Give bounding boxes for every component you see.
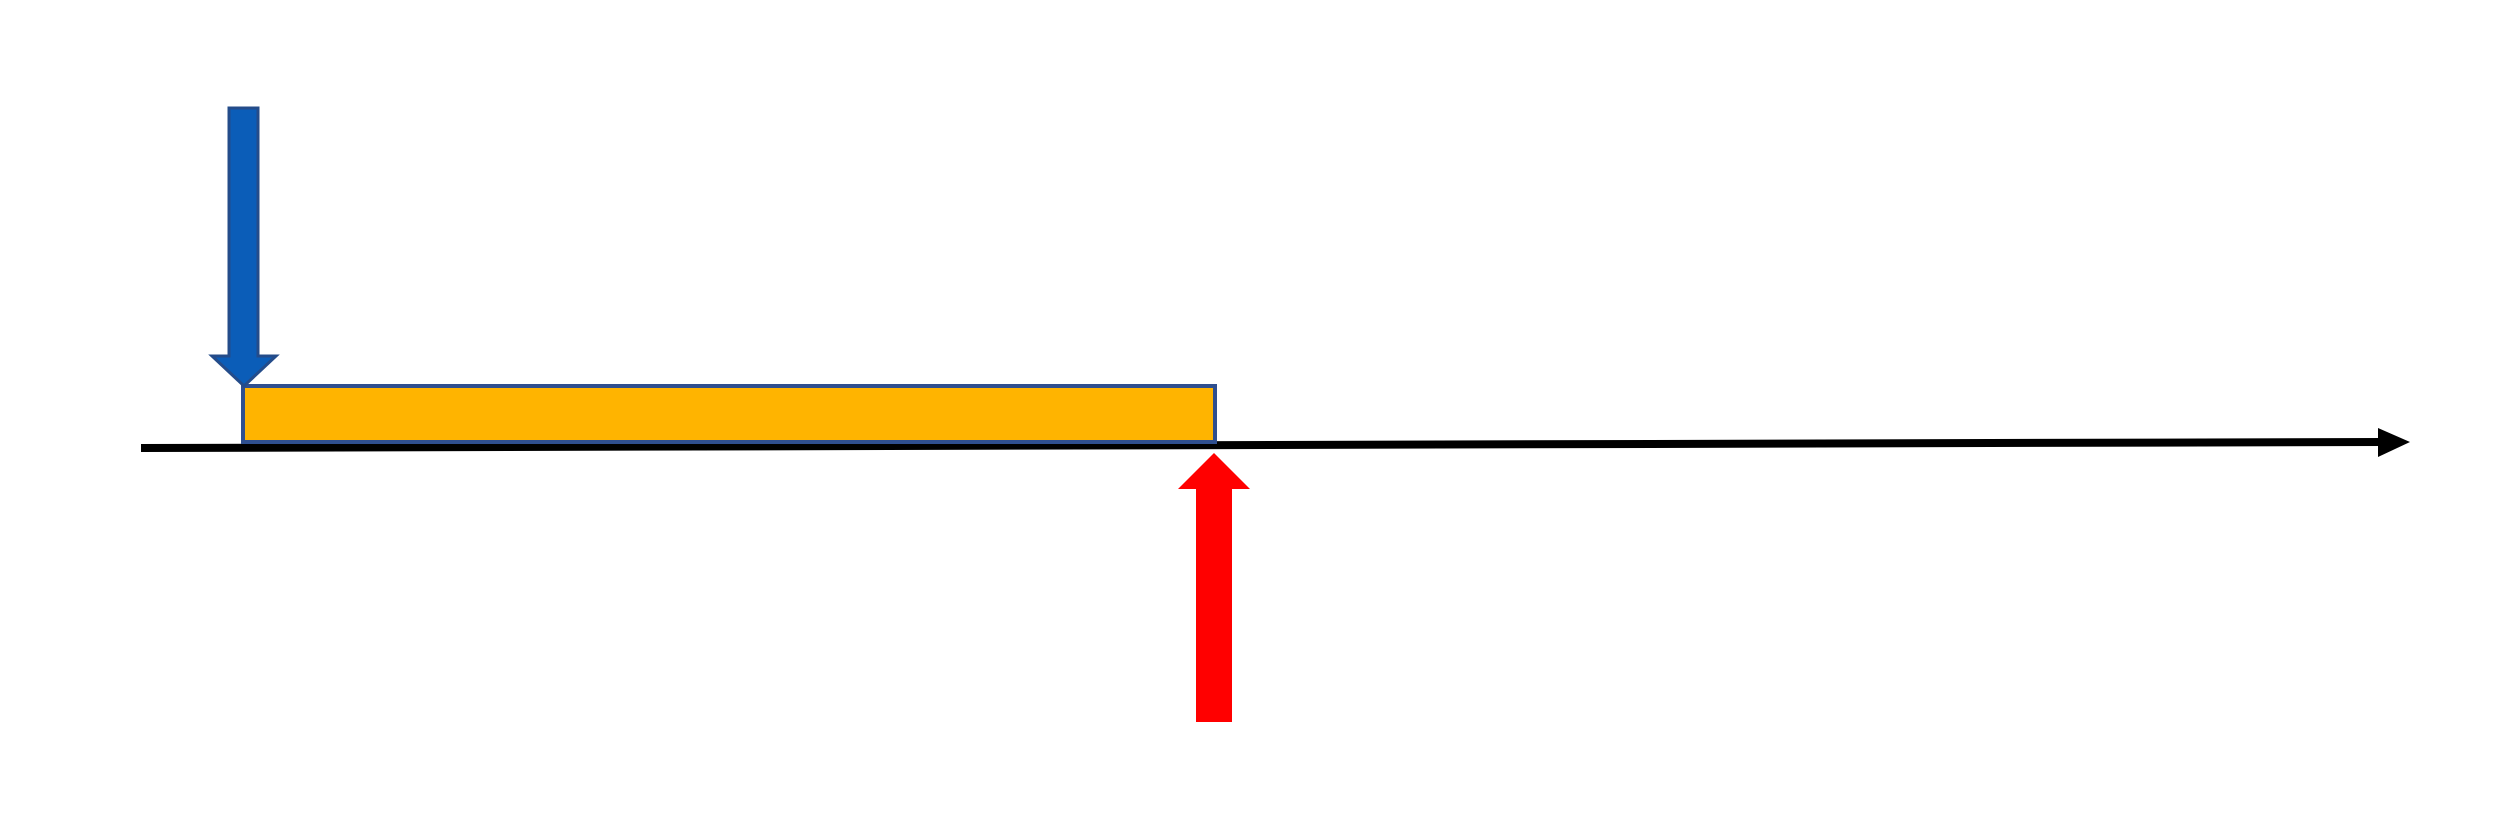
- timeline-arrowhead-icon: [2378, 428, 2410, 457]
- end-arrow-up-icon: [1178, 453, 1250, 722]
- interval-bar: [241, 384, 1217, 444]
- start-arrow-down-icon: [208, 106, 280, 389]
- timeline-axis-line: [140, 438, 2383, 452]
